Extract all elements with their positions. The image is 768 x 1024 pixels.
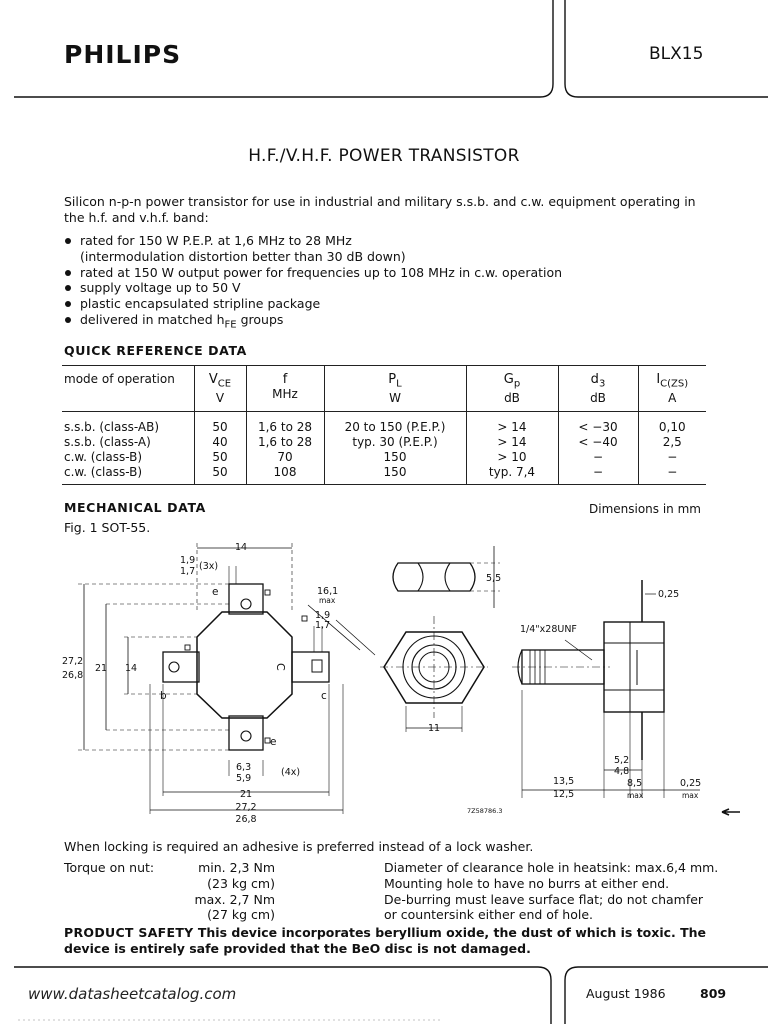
dim-1-9b: 1,9 xyxy=(315,610,330,621)
dim-4-8: 4,8 xyxy=(614,766,629,777)
list-item: rated at 150 W output power for frequenc… xyxy=(64,265,562,281)
dim-27-2: 27,2 xyxy=(62,656,83,667)
dim-max-c: max xyxy=(682,791,699,800)
top-view xyxy=(78,543,376,814)
dim-0-25-top: 0,25 xyxy=(658,589,679,600)
type-number: BLX15 xyxy=(649,44,704,64)
footer-frame xyxy=(14,966,768,1024)
dim-14-top: 14 xyxy=(235,542,247,553)
footer-date: August 1986 xyxy=(586,986,666,1001)
col-mode: mode of operation xyxy=(62,364,194,413)
figure-caption: Fig. 1 SOT-55. xyxy=(64,520,151,535)
dim-21-bottom: 21 xyxy=(240,789,252,800)
dim-0-25-bottom: 0,25 xyxy=(680,778,701,789)
dim-5-9: 5,9 xyxy=(236,773,251,784)
dim-3x: (3x) xyxy=(199,561,218,572)
locking-note: When locking is required an adhesive is … xyxy=(64,839,534,854)
dim-5-5: 5,5 xyxy=(486,573,501,584)
dim-4x: (4x) xyxy=(281,767,300,778)
list-item: rated for 150 W P.E.P. at 1,6 MHz to 28 … xyxy=(64,233,562,265)
dim-6-3: 6,3 xyxy=(236,762,251,773)
torque-values: min. 2,3 Nm (23 kg cm) max. 2,7 Nm (27 k… xyxy=(194,860,275,923)
drawing-code: 7Z58786.3 xyxy=(467,807,502,815)
product-safety: PRODUCT SAFETY This device incorporates … xyxy=(64,925,707,956)
mounting-notes: Diameter of clearance hole in heatsink: … xyxy=(384,860,719,923)
dim-1-9a: 1,9 xyxy=(180,555,195,566)
dim-27-2-bottom: 27,2 xyxy=(235,802,256,813)
nut-views xyxy=(380,546,500,732)
feature-list: rated for 150 W P.E.P. at 1,6 MHz to 28 … xyxy=(64,233,562,333)
header-frame xyxy=(14,0,768,98)
dim-5-2: 5,2 xyxy=(614,755,629,766)
dim-8-5: 8,5 xyxy=(627,778,642,789)
dim-14-left: 14 xyxy=(125,663,137,674)
list-item: supply voltage up to 50 V xyxy=(64,280,562,296)
intro-text: Silicon n-p-n power transistor for use i… xyxy=(64,194,696,225)
dim-13-5: 13,5 xyxy=(553,776,574,787)
label-C-mark: C xyxy=(274,663,287,671)
footer-url-link[interactable]: www.datasheetcatalog.com xyxy=(28,985,237,1003)
list-item: plastic encapsulated stripline package xyxy=(64,296,562,312)
dim-26-8-bottom: 26,8 xyxy=(235,814,256,825)
side-view xyxy=(512,580,740,816)
label-emitter-top: e xyxy=(212,586,218,598)
dim-16-1: 16,1 xyxy=(317,586,338,597)
torque-label: Torque on nut: xyxy=(64,860,155,875)
mechanical-heading: MECHANICAL DATA xyxy=(64,500,206,515)
label-emitter-bottom: e xyxy=(270,736,276,748)
dim-max-a: max xyxy=(319,596,336,605)
dim-1-7b: 1,7 xyxy=(315,620,330,631)
brand-logo: PHILIPS xyxy=(64,40,182,69)
thread-spec: 1/4"x28UNF xyxy=(520,624,577,635)
dim-1-7a: 1,7 xyxy=(180,566,195,577)
list-item: delivered in matched hFE groups xyxy=(64,312,562,333)
page-number: 809 xyxy=(700,986,727,1001)
document-title: H.F./V.H.F. POWER TRANSISTOR xyxy=(248,146,520,166)
sot55-drawing: 14 1,9 1,7 (3x) 16,1 max 1,9 1,7 27,2 26… xyxy=(62,542,740,825)
col-ic: IC(ZS)A xyxy=(637,364,706,413)
dim-12-5: 12,5 xyxy=(553,789,574,800)
dimensions-note: Dimensions in mm xyxy=(589,502,701,516)
label-base: b xyxy=(160,690,167,702)
label-collector: c xyxy=(321,690,327,702)
dim-26-8: 26,8 xyxy=(62,670,83,681)
dim-21-left: 21 xyxy=(95,663,107,674)
dim-11: 11 xyxy=(428,723,440,734)
quick-ref-heading: QUICK REFERENCE DATA xyxy=(64,343,247,358)
dim-max-b: max xyxy=(627,791,644,800)
